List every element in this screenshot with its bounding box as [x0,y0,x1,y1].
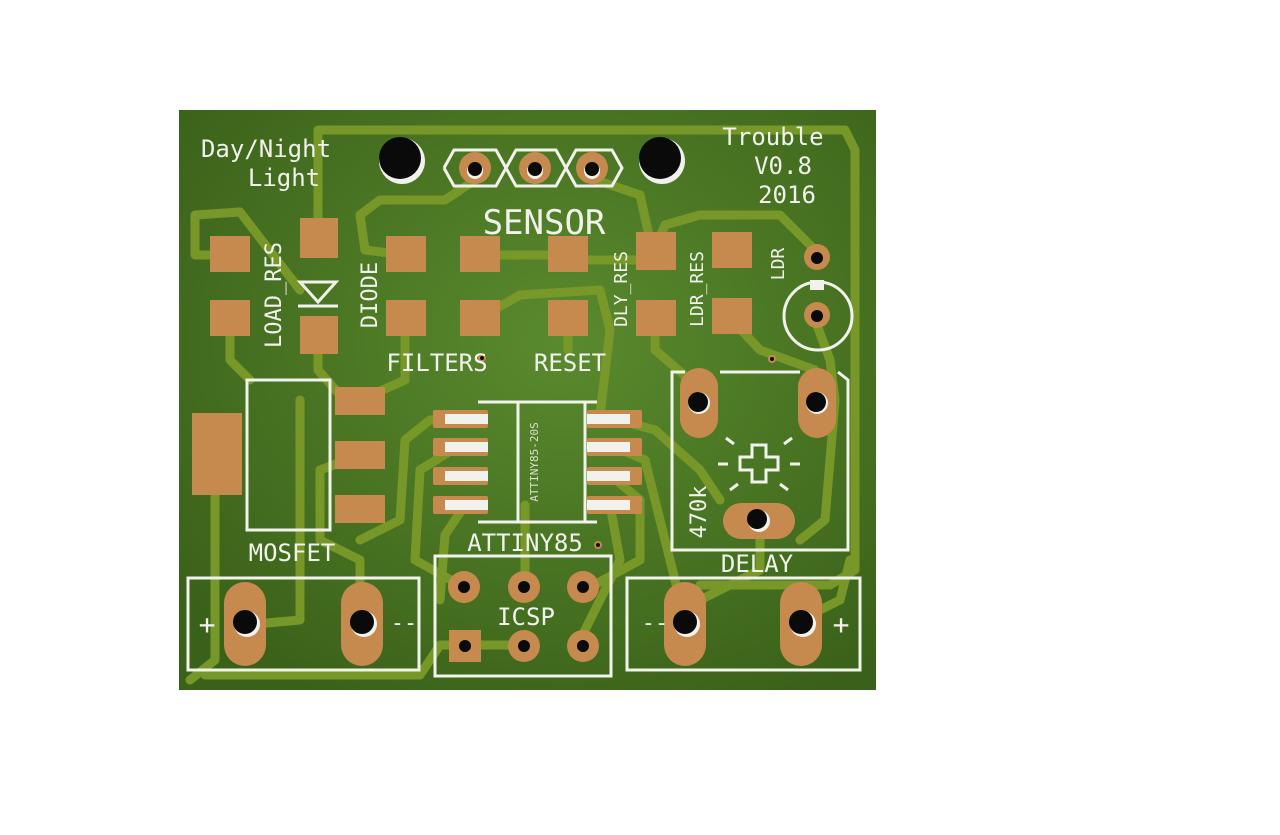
sensor-label: SENSOR [483,203,606,243]
mosfet-label: MOSFET [249,539,336,567]
ldr-pads [804,244,830,328]
attiny-part-label: ATTINY85-20S [528,422,541,501]
icsp-pads [448,571,599,662]
pad-ldr-res-top [712,232,752,268]
mounting-hole-icon [379,137,425,184]
silkscreen-text: Day/Night Light Trouble V0.8 2016 SENSOR… [199,123,850,641]
pad-filter2-bottom [460,300,500,336]
mosfet-outline [245,378,332,532]
diode-label: DIODE [358,262,383,328]
dly-res-label: DLY_RES [611,251,632,327]
diode-icon [296,280,340,308]
load-res-label: LOAD_RES [262,242,287,348]
reset-label: RESET [534,349,606,377]
smd-pads [192,218,752,523]
pad-diode-top [300,218,338,258]
brand-label: Trouble [722,123,823,151]
attiny-label: ATTINY85 [467,529,583,557]
plus-adjust-icon [718,436,800,492]
pad-filter2-top [460,236,500,272]
pad-load-res-bottom [210,300,250,336]
year-label: 2016 [758,181,816,209]
vias [478,354,776,549]
left-minus-label: -- [391,611,418,636]
pad-dly-res-top [636,232,676,270]
pot-value-label: 470k [687,486,712,539]
board-title-line2: Light [248,164,320,192]
silkscreen-outlines [186,148,862,678]
terminal-pads [224,582,822,666]
left-plus-label: + [199,608,216,641]
ldr-label: LDR [768,248,789,281]
right-minus-label: -- [642,611,669,636]
filters-label: FILTERS [386,349,487,377]
pad-filter1-top [386,236,426,272]
ldr-res-label: LDR_RES [687,251,708,327]
pad-mosfet-2 [335,441,385,469]
pad-reset-top [548,236,588,272]
pad-load-res-top [210,236,250,272]
version-label: V0.8 [754,152,812,180]
pad-diode-bottom [300,316,338,354]
board-title-line1: Day/Night [201,135,331,163]
through-hole-pads [224,137,836,666]
pad-mosfet-1 [335,387,385,415]
pad-filter1-bottom [386,300,426,336]
right-terminal-outline [625,576,862,672]
icsp-label: ICSP [497,603,555,631]
pot-pads [680,368,836,539]
right-plus-label: + [833,608,850,641]
mounting-hole-icon [639,137,685,184]
sensor-header [459,152,608,184]
icsp-outline [433,554,613,678]
pad-ldr-res-bottom [712,298,752,334]
pad-dly-res-bottom [636,300,676,336]
pad-mosfet-tab [192,413,242,495]
delay-label: DELAY [721,550,794,578]
attiny-pads [433,410,642,514]
pad-reset-bottom [548,300,588,336]
pad-mosfet-3 [335,495,385,523]
left-terminal-outline [186,576,421,672]
